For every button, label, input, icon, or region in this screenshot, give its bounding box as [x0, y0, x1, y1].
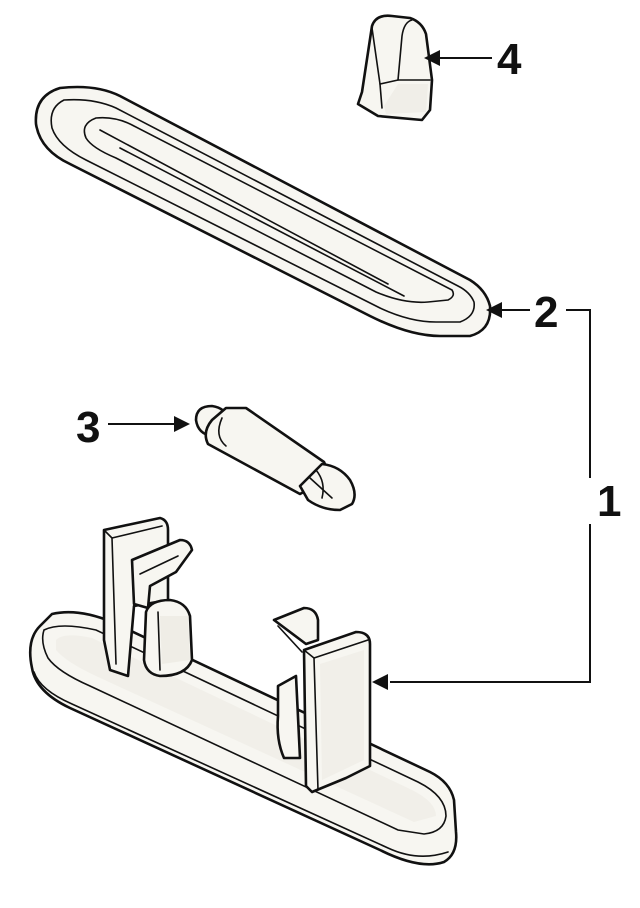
leader-3	[108, 416, 190, 432]
callout-4: 4	[497, 35, 522, 84]
leader-1	[372, 309, 591, 690]
callout-2: 2	[534, 288, 558, 337]
part-3-bulb	[194, 404, 356, 512]
leader-2	[486, 302, 530, 318]
callout-3: 3	[76, 403, 100, 452]
part-4-clip	[356, 14, 434, 122]
part-2-lens-frame	[34, 85, 492, 338]
leader-4	[424, 50, 492, 66]
callout-1: 1	[597, 477, 621, 526]
part-1-housing	[28, 516, 458, 866]
